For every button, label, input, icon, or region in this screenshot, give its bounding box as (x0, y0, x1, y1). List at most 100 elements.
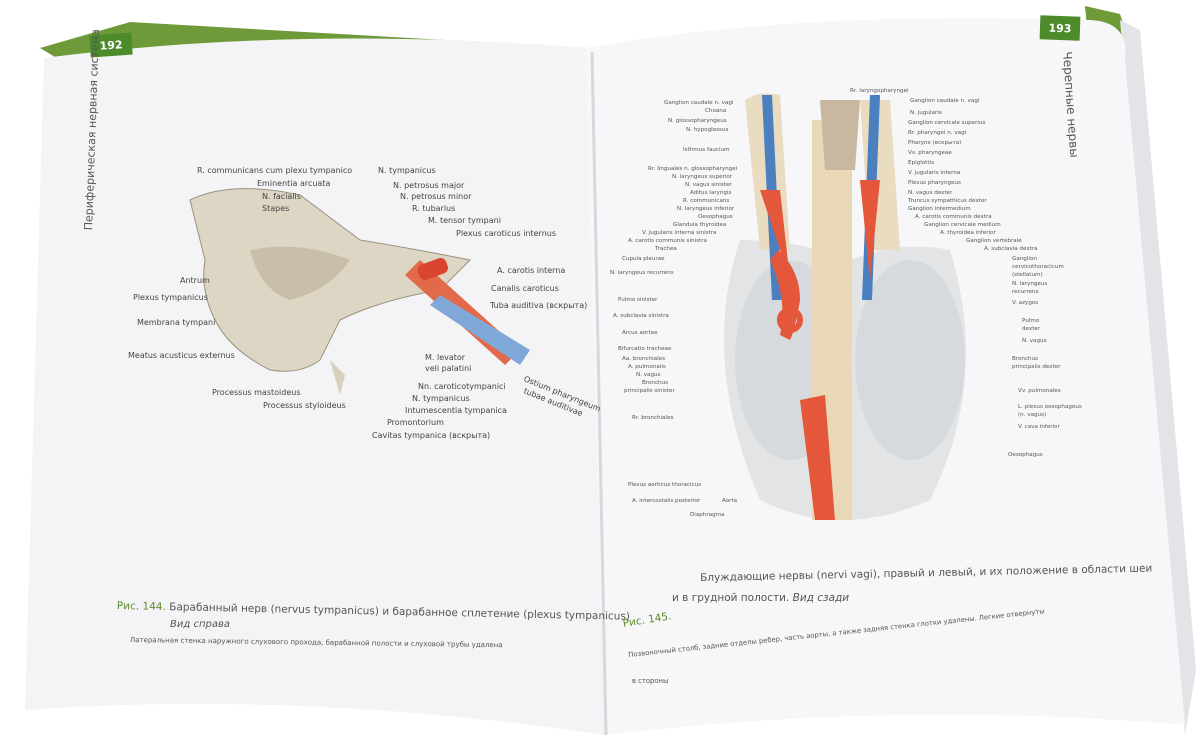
vagus-figure-label-left: A. subclavia sinistra (613, 313, 669, 319)
vagus-figure-label-left: N. laryngeus inferior (677, 206, 735, 212)
ear-figure-label: Eminentia arcuata (257, 179, 331, 188)
right-fore-edge (1120, 20, 1196, 735)
figure-145-caption: и в грудной полости. Вид сзади (672, 592, 849, 604)
vagus-figure-label-right: cervicothoracicum (1012, 264, 1064, 270)
ear-figure-label: Antrum (180, 276, 210, 285)
vagus-figure-label-left: Plexus aorticus thoracicus (628, 482, 702, 488)
vagus-figure-label-right: Epiglottis (908, 160, 935, 166)
vagus-figure-label-right: Ganglion intermedium (908, 206, 971, 212)
ear-figure-label: M. levator (425, 353, 466, 362)
vagus-figure-label-left: Aditus laryngis (690, 190, 732, 196)
vagus-figure-label-left: N. hypoglossus (686, 127, 729, 133)
ear-figure-label: N. petrosus major (393, 181, 465, 190)
vagus-figure-label-left: Glandula thyroidea (673, 222, 727, 228)
vagus-figure-label-left: Bifurcatio tracheae (618, 346, 672, 352)
vagus-figure-label-left: Choana (705, 108, 727, 114)
vagus-figure-label-left: Trachea (655, 246, 677, 252)
vagus-figure-label-right: Rr. pharyngei n. vagi (908, 130, 967, 136)
vagus-figure-label-right: N. jugularis (910, 110, 942, 116)
vagus-figure-label-left: Bronchus (642, 380, 669, 386)
vagus-figure-label-right: A. thyroidea inferior (940, 230, 996, 236)
vagus-figure-label-left: Oesophagus (698, 214, 733, 220)
ear-figure-label: Tuba auditiva (вскрыта) (490, 301, 588, 310)
ear-figure-label: Intumescentia tympanica (405, 406, 507, 415)
vagus-figure-label-left: N. vagus sinister (685, 182, 732, 188)
page-number-193: 193 (1039, 15, 1081, 41)
vagus-figure-label-right: (n. vagus) (1018, 412, 1047, 418)
vagus-figure-label-left: Rr. linguales n. glossopharyngei (648, 166, 738, 172)
vagus-figure-label-right: Ganglion vertebrale (966, 238, 1022, 244)
vagus-figure-label-left: Diaphragma (690, 512, 725, 518)
vagus-figure-label-right: A. subclavia dextra (984, 246, 1038, 252)
ear-figure-label: Promontorium (387, 418, 444, 427)
vagus-figure-label-right: Plexus pharyngeus (908, 180, 961, 186)
vagus-figure-label-left: A. intercostalis posterior (632, 498, 701, 504)
ear-figure-label: Cavitas tympanica (вскрыта) (372, 431, 491, 440)
vagus-figure-label-left: N. vagus (636, 372, 661, 378)
vagus-figure-label-left: A. carotis communis sinistra (628, 238, 707, 244)
vagus-figure-label-right: principalis dexter (1012, 364, 1061, 370)
ear-figure-label: Meatus acusticus externus (128, 351, 235, 360)
ear-figure-label: Canalis caroticus (491, 284, 559, 293)
ear-figure-label: N. petrosus minor (400, 192, 472, 201)
ear-figure-label: N. tympanicus (412, 394, 470, 403)
vagus-figure-label-right: N. laryngeus (1012, 281, 1048, 287)
vagus-figure-label-left: Cupula pleurae (622, 256, 665, 262)
vagus-figure-label-left: N. laryngeus superior (672, 174, 733, 180)
vagus-figure-label-right: Ganglion caudale n. vagi (910, 98, 980, 104)
figure-144-view: Вид справа (170, 619, 230, 630)
vagus-figure-label-right: Ganglion (1012, 256, 1037, 262)
vagus-figure-label-right: recurrens (1012, 289, 1039, 295)
ear-figure-label: A. carotis interna (497, 266, 566, 275)
ear-figure-label: Stapes (262, 204, 290, 213)
vagus-figure-label-right: Ganglion cervicale superius (908, 120, 986, 126)
ear-figure-label: R. communicans cum plexu tympanico (197, 166, 353, 175)
vagus-figure-label-left: principalis sinister (624, 388, 675, 394)
vagus-figure-label-right: Vv. pulmonales (1018, 388, 1061, 394)
vagus-figure-label-left: Rr. bronchiales (632, 415, 674, 421)
vagus-figure-label-right: Bronchus (1012, 356, 1039, 362)
vagus-figure-label-right: N. vagus dexter (908, 190, 953, 196)
vagus-figure-label-left: N. laryngeus recurrens (610, 270, 674, 276)
vagus-figure-label-right: dexter (1022, 326, 1041, 332)
vagus-figure-label-right: N. vagus (1022, 338, 1047, 344)
vagus-figure-label-left: A. pulmonalis (628, 364, 666, 370)
figure-145-note-2: в стороны (632, 677, 669, 685)
vagus-figure-label-left: Arcus aortae (622, 330, 658, 336)
vagus-figure-label-right: A. carotis communis dextra (915, 214, 992, 220)
vagus-figure-label-right: Pulmo (1022, 318, 1040, 324)
ear-figure-label: N. tympanicus (378, 166, 436, 175)
vagus-figure-label-left: Aorta (722, 498, 738, 504)
vagus-figure-label-left: Pulmo sinister (618, 297, 658, 303)
ear-figure-label: N. facialis (262, 192, 301, 201)
vagus-figure-label-right: Vv. pharyngeae (908, 150, 952, 156)
book-gutter (590, 51, 608, 736)
vagus-figure-label-right: Rr. laryngopharyngei (850, 88, 909, 94)
ear-figure-label: Membrana tympani (137, 318, 216, 327)
vagus-figure-label-right: V. azygos (1012, 300, 1039, 306)
vagus-figure-label-left: V. jugularis interna sinistra (642, 230, 717, 236)
vagus-figure-label-right: V. cava inferior (1018, 424, 1060, 430)
figure-145-title-2: и в грудной полости. (672, 592, 790, 604)
figure-145-view: Вид сзади (792, 592, 850, 604)
vagus-figure-label-left: Ganglion caudale n. vagi (664, 100, 734, 106)
vagus-figure-label-left: R. communicans (683, 198, 730, 204)
vagus-figure-label-left: Isthmus faucium (683, 147, 730, 153)
ear-figure-label: Processus mastoideus (212, 388, 301, 397)
vagus-figure-label-right: Ganglion cervicale medium (924, 222, 1001, 228)
vagus-illustration (724, 93, 966, 520)
ear-figure-label: Plexus caroticus internus (456, 229, 556, 238)
vagus-figure-label-right: L. plexus oesophageus (1018, 404, 1082, 410)
figure-144-number: Рис. 144. (116, 600, 166, 614)
vagus-figure-label-right: Truncus sympathicus dexter (908, 198, 987, 204)
vagus-figure-label-left: Aa. bronchiales (622, 356, 666, 362)
vagus-figure-label-right: V. jugularis interna (908, 170, 961, 176)
ear-figure-label: R. tubarius (412, 204, 456, 213)
vagus-figure-label-right: Pharynx (вскрыта) (908, 140, 962, 146)
ear-illustration (189, 188, 530, 395)
ear-figure-label: Nn. caroticotympanici (418, 382, 506, 391)
ear-figure-label: veli palatini (425, 364, 472, 373)
vagus-figure-label-right: Oesophagus (1008, 452, 1043, 458)
ear-figure-label: M. tensor tympani (428, 216, 501, 225)
